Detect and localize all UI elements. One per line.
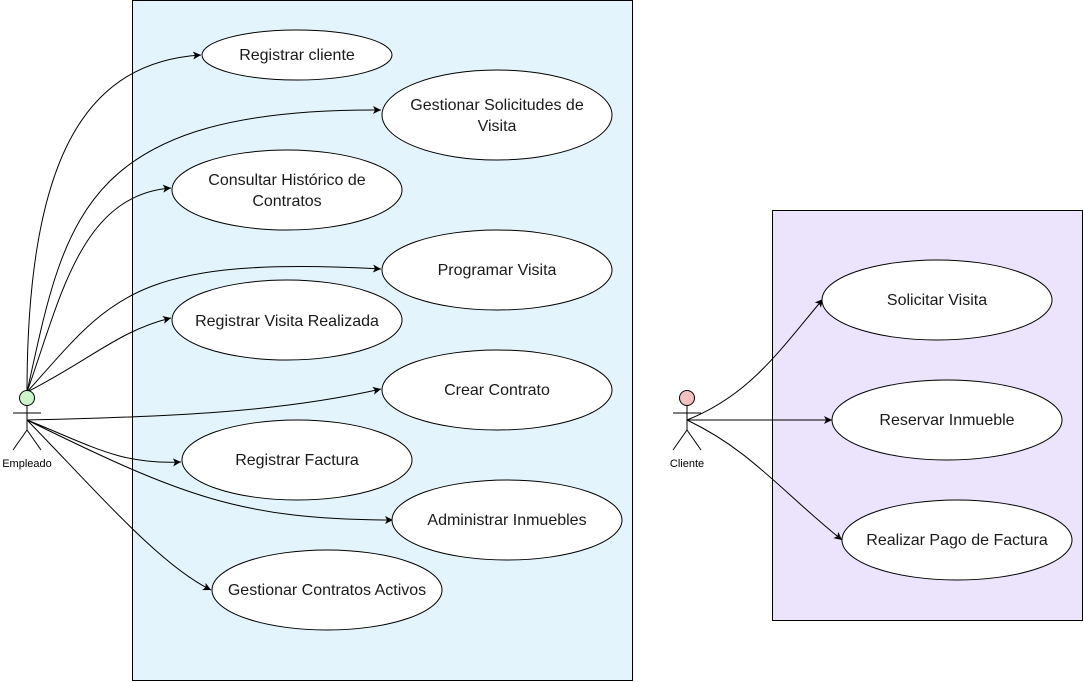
use-case-programar-visita[interactable]: Programar Visita: [381, 229, 613, 311]
use-case-label-line1: Gestionar Solicitudes de: [410, 97, 584, 114]
use-case-label: Reservar Inmueble: [879, 412, 1014, 429]
actor-empleado[interactable]: [12, 390, 42, 451]
edge-empleado-gestionar-solicitudes: [26, 105, 382, 393]
edge-cliente-solicitar-visita: [686, 298, 824, 421]
actor-head: [679, 390, 695, 406]
edge-empleado-gestionar-contratos: [26, 419, 212, 591]
edge-cliente-realizar-pago: [686, 419, 843, 541]
edge-empleado-registrar-visita: [26, 315, 172, 393]
use-case-label: Programar Visita: [438, 262, 557, 279]
edge-empleado-programar-visita: [26, 264, 382, 393]
use-case-label: Realizar Pago de Factura: [866, 532, 1048, 549]
use-case-label: Solicitar Visita: [887, 292, 987, 309]
use-case-registrar-cliente[interactable]: Registrar cliente: [201, 29, 393, 81]
use-case-administrar-inmuebles[interactable]: Administrar Inmuebles: [391, 479, 623, 561]
use-case-gestionar-contratos[interactable]: Gestionar Contratos Activos: [211, 549, 443, 631]
actor-cliente[interactable]: [672, 390, 702, 451]
use-case-label-line2: Contratos: [252, 193, 321, 210]
use-case-label: Registrar Factura: [235, 452, 359, 469]
edge-empleado-registrar-factura: [26, 419, 182, 467]
use-case-reservar-inmueble[interactable]: Reservar Inmueble: [831, 379, 1063, 461]
use-case-crear-contrato[interactable]: Crear Contrato: [381, 349, 613, 431]
actor-label-cliente: Cliente: [670, 458, 704, 470]
use-case-label: Crear Contrato: [444, 382, 550, 399]
use-case-label-line1: Consultar Histórico de: [208, 172, 366, 189]
use-case-registrar-visita[interactable]: Registrar Visita Realizada: [171, 279, 403, 361]
use-case-label: Gestionar Contratos Activos: [228, 582, 426, 599]
actor-head: [19, 390, 35, 406]
actor-label-empleado: Empleado: [2, 458, 52, 470]
edge-empleado-registrar-cliente: [26, 51, 202, 393]
use-case-gestionar-solicitudes[interactable]: Gestionar Solicitudes de Visita: [381, 69, 613, 161]
edge-empleado-administrar-inmuebles: [26, 419, 394, 524]
use-case-consultar-historico[interactable]: Consultar Histórico de Contratos: [171, 149, 403, 231]
edge-empleado-crear-contrato: [26, 386, 382, 421]
use-case-realizar-pago[interactable]: Realizar Pago de Factura: [841, 499, 1073, 581]
use-case-label-line2: Visita: [478, 118, 517, 135]
use-case-registrar-factura[interactable]: Registrar Factura: [181, 419, 413, 501]
use-case-solicitar-visita[interactable]: Solicitar Visita: [821, 259, 1053, 341]
use-case-label: Registrar Visita Realizada: [195, 313, 379, 330]
use-case-label: Administrar Inmuebles: [427, 512, 586, 529]
use-case-label: Registrar cliente: [239, 47, 355, 64]
edge-empleado-consultar-historico: [26, 184, 172, 393]
